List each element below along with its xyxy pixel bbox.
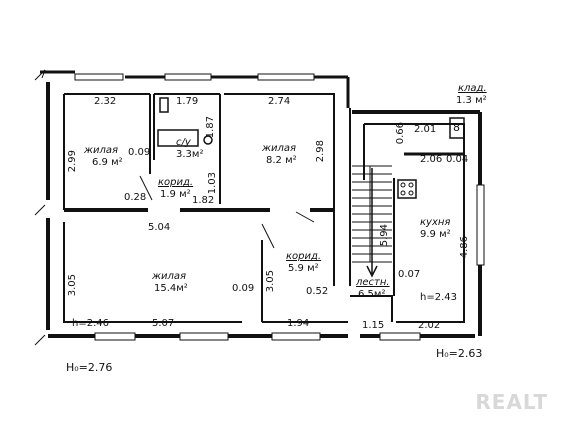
toilet-icon	[159, 97, 169, 113]
window-top-2	[164, 73, 212, 81]
dim-label: 2.99	[67, 150, 78, 173]
kitchen-walls	[363, 123, 465, 323]
inner-wall-room2	[224, 93, 335, 286]
dim-label: 0.66	[395, 122, 406, 145]
corridor-door-line	[261, 211, 315, 249]
break-mark-bottom	[34, 334, 46, 346]
room-label-kitchen: кухня	[420, 217, 451, 228]
room-label-stairs: лестн.	[356, 277, 390, 288]
height-label: h=2.46	[72, 318, 109, 329]
dim-label: 2.01	[414, 124, 437, 135]
dim-label: 2.98	[315, 140, 326, 163]
dim-label: 1.87	[205, 116, 216, 139]
ground-height-left: H₀=2.76	[66, 361, 113, 374]
dim-label: 4.86	[459, 236, 470, 259]
ground-height-right: H₀=2.63	[436, 347, 483, 360]
window-bottom-4	[379, 332, 421, 341]
room-label-corridor2: корид.	[286, 251, 322, 262]
storage-mark: 8	[453, 121, 460, 134]
dim-label: 3.05	[265, 270, 276, 293]
dim-label: 2.32	[94, 96, 117, 107]
room-area-corridor1: 1.9 м²	[160, 189, 191, 200]
window-bottom-1	[94, 332, 136, 341]
inner-wall-room3	[63, 222, 348, 323]
dim-label: 3.05	[67, 274, 78, 297]
room-label-storage: клад.	[458, 83, 487, 94]
sink-icon	[203, 135, 213, 145]
room-area-corridor2: 5.9 м²	[288, 263, 319, 274]
break-mark-top	[34, 69, 46, 81]
dim-label: 2.74	[268, 96, 291, 107]
dim-label: 0.28	[124, 192, 147, 203]
window-bottom-2	[179, 332, 229, 341]
door-corridor1	[139, 175, 153, 201]
stove-icon	[397, 179, 417, 199]
room-area-kitchen: 9.9 м²	[420, 229, 451, 240]
dim-label: 0.04	[446, 154, 469, 165]
window-right	[476, 184, 485, 266]
inner-wall-room1	[63, 93, 151, 210]
dim-label: 1.03	[207, 172, 218, 195]
break-mark-mid	[34, 204, 46, 216]
room-label-living1: жилая	[84, 145, 119, 156]
dim-label: 2.06	[420, 154, 443, 165]
room-area-storage: 1.3 м²	[456, 95, 487, 106]
dim-label: 5.04	[148, 222, 171, 233]
dim-label: 0.07	[398, 269, 421, 280]
room-area-living1: 6.9 м²	[92, 157, 123, 168]
room-area-stairs: 6.5м²	[358, 289, 386, 300]
dim-label: 1.79	[176, 96, 199, 107]
room-label-corridor1: корид.	[158, 177, 194, 188]
room-area-living3: 15.4м²	[154, 283, 188, 294]
dim-label: 1.94	[287, 318, 310, 329]
window-top-1	[74, 73, 124, 81]
window-top-3	[257, 73, 315, 81]
dim-label: 1.15	[362, 320, 385, 331]
stair-entry	[350, 295, 393, 322]
room-label-wc: с/у	[176, 137, 191, 148]
dim-label: 5.94	[379, 224, 390, 247]
dim-label: 0.52	[306, 286, 329, 297]
dim-label: 5.07	[152, 318, 175, 329]
dim-label: 0.09	[128, 147, 151, 158]
window-bottom-3	[271, 332, 321, 341]
room-area-living2: 8.2 м²	[266, 155, 297, 166]
height-label: h=2.43	[420, 292, 457, 303]
dim-label: 0.09	[232, 283, 255, 294]
bathtub-icon	[157, 129, 199, 147]
room-label-living2: жилая	[262, 143, 297, 154]
room-area-wc: 3.3м²	[176, 149, 204, 160]
stairs-arrow	[366, 168, 378, 278]
dim-label: 2.02	[418, 320, 441, 331]
inner-wall-wc	[153, 93, 221, 204]
watermark: REALT	[475, 390, 548, 414]
room-label-living3: жилая	[152, 271, 187, 282]
storage-marker-box	[449, 117, 465, 139]
dim-label: 1.82	[192, 195, 215, 206]
